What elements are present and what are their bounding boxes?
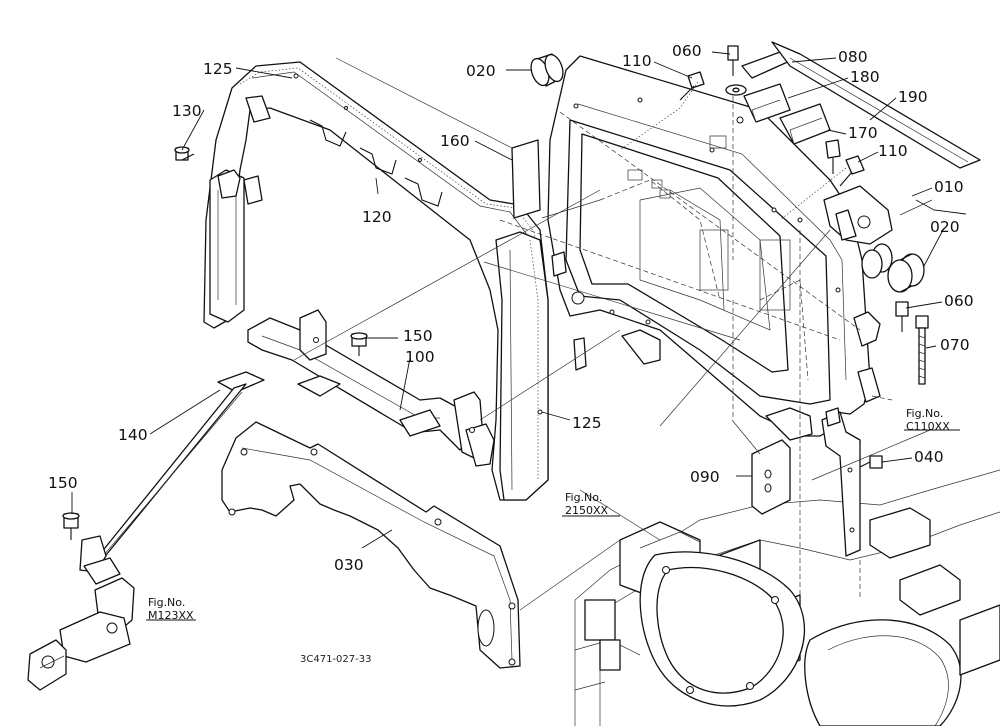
figure-references: Fig.No. C110XX Fig.No. 2150XX Fig.No. M1… (148, 407, 950, 622)
label-010: 010 (934, 178, 964, 196)
bolt-110-right (839, 155, 865, 187)
ref-c110-line1: Fig.No. (906, 407, 943, 420)
plate-090 (751, 439, 791, 515)
label-020-top: 020 (466, 62, 496, 80)
label-040: 040 (914, 448, 944, 466)
callout-leaders (71, 51, 967, 621)
label-080: 080 (838, 48, 868, 66)
bolt-040 (857, 455, 883, 469)
label-150-upper: 150 (403, 327, 433, 345)
reference-lines (293, 57, 933, 611)
label-020-right: 020 (930, 218, 960, 236)
ref-2150-line1: Fig.No. (565, 491, 602, 504)
bracket-010 (823, 185, 893, 245)
bottom-cover-030 (221, 421, 521, 669)
bolt-150-upper (350, 332, 368, 356)
part-labels: 125 130 120 160 150 100 125 140 150 030 … (48, 42, 974, 574)
label-150-lower: 150 (48, 474, 78, 492)
stay-rod-140 (79, 371, 265, 585)
label-110-right: 110 (878, 142, 908, 160)
ref-m123-line2: M123XX (148, 609, 194, 622)
label-180: 180 (850, 68, 880, 86)
bolt-060-right (895, 301, 909, 332)
label-190: 190 (898, 88, 928, 106)
seal-190 (771, 41, 981, 169)
label-060-right: 060 (944, 292, 974, 310)
front-grille-frame-120 (203, 61, 549, 501)
label-125-top: 125 (203, 60, 233, 78)
lower-bracket-100 (247, 309, 495, 467)
ref-m123-line1: Fig.No. (148, 596, 185, 609)
bolt-150-lower (62, 512, 80, 540)
stay-040 (821, 407, 861, 557)
drawing-number: 3C471-027-33 (300, 654, 371, 665)
label-125-right: 125 (572, 414, 602, 432)
label-130: 130 (172, 102, 202, 120)
bushing-right-inner (861, 243, 893, 279)
label-160: 160 (440, 132, 470, 150)
label-030: 030 (334, 556, 364, 574)
ref-2150-line2: 2150XX (565, 504, 609, 517)
bolt-110-top (679, 71, 705, 101)
bolt-070 (915, 315, 929, 385)
mount-bracket-assembly (27, 577, 135, 691)
label-100: 100 (405, 348, 435, 366)
ref-c110-line2: C110XX (906, 420, 950, 433)
label-120: 120 (362, 208, 392, 226)
label-070: 070 (940, 336, 970, 354)
bolt-060-top (725, 45, 747, 96)
bushing-020-right (887, 253, 925, 293)
engine-block-illustration (574, 469, 1000, 726)
cushion-170 (779, 103, 831, 145)
label-060-top: 060 (672, 42, 702, 60)
support-panel (511, 55, 881, 441)
label-110-top: 110 (622, 52, 652, 70)
label-090: 090 (690, 468, 720, 486)
assembly-centerlines (499, 81, 893, 600)
cushion-180 (743, 83, 791, 123)
label-170: 170 (848, 124, 878, 142)
bolt-170 (825, 139, 841, 174)
bushing-020-top (530, 53, 564, 87)
bolt-130 (174, 146, 195, 161)
label-140: 140 (118, 426, 148, 444)
